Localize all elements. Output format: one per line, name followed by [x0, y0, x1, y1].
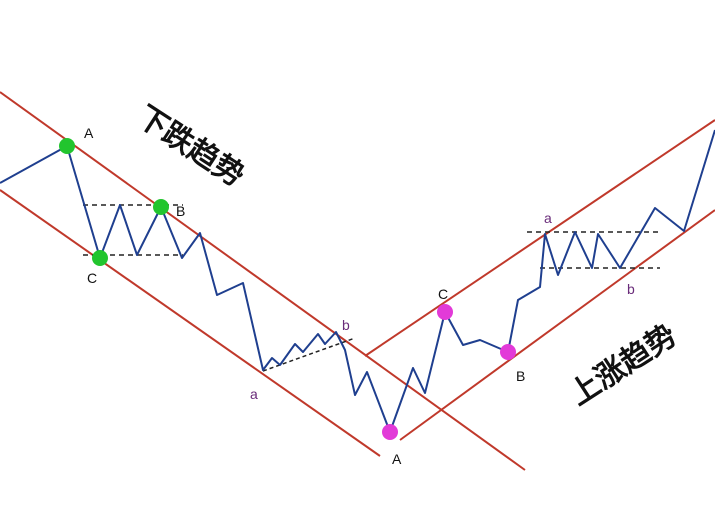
label-down-A: A — [84, 125, 94, 141]
price-path — [0, 129, 715, 433]
up-point-C — [437, 304, 453, 320]
up-point-A — [382, 424, 398, 440]
label-down-B: B — [176, 203, 185, 219]
down-dashed-ab — [262, 337, 356, 372]
downtrend-upper-channel-line — [0, 91, 526, 471]
up-point-B — [500, 344, 516, 360]
label-up-a: a — [544, 210, 552, 226]
down-point-B — [153, 199, 169, 215]
downtrend-lower-channel-line — [0, 189, 381, 457]
label-up-A: A — [392, 451, 402, 467]
label-up-b: b — [627, 281, 635, 297]
down-point-C — [92, 250, 108, 266]
label-down-C: C — [87, 270, 97, 286]
label-down-b: b — [342, 317, 350, 333]
label-up-B: B — [516, 368, 525, 384]
uptrend-lower-channel-line — [399, 209, 715, 441]
uptrend-upper-channel-line — [364, 119, 715, 357]
down-point-A — [59, 138, 75, 154]
label-down-a: a — [250, 386, 258, 402]
label-up-C: C — [438, 286, 448, 302]
